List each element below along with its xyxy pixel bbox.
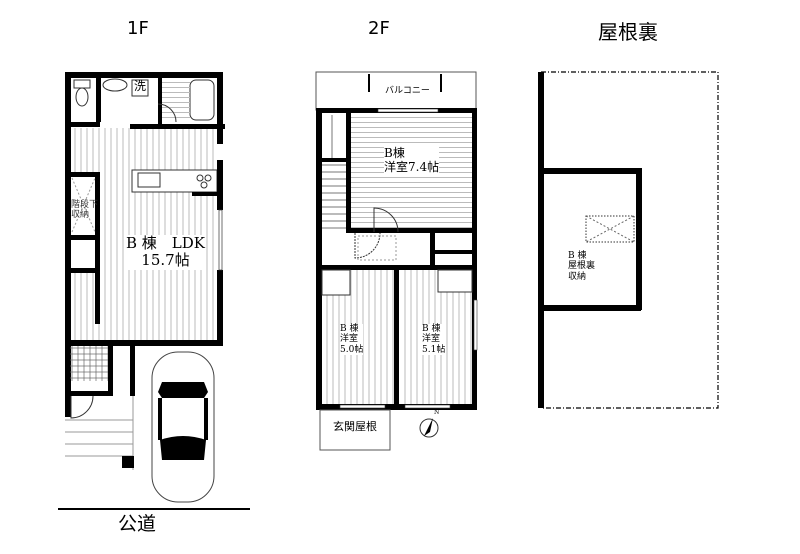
entrance-roof-label: 玄関屋根 — [333, 420, 377, 433]
floor1-title: 1F — [127, 18, 149, 39]
north-marker: N — [434, 409, 440, 416]
road-label: 公道 — [118, 513, 157, 535]
floor2-title: 2F — [368, 18, 390, 39]
ldk-label: B 棟 LDK 15.7帖 — [126, 234, 205, 270]
north-arrow-icon — [419, 418, 439, 438]
room-7-4-label: B棟 洋室7.4帖 — [384, 146, 440, 175]
balcony-label: バルコニー — [385, 86, 430, 96]
car-icon — [151, 351, 215, 503]
attic-storage-label: B 棟 屋根裏 収納 — [568, 251, 596, 282]
room-5-0-label: B 棟 洋室 5.0帖 — [340, 324, 364, 356]
attic-plan — [538, 71, 719, 409]
attic-title: 屋根裏 — [598, 20, 658, 44]
floor2-plan — [315, 71, 478, 451]
floor1-plan — [58, 72, 250, 510]
stair-storage-label: 階段下 収納 — [71, 200, 99, 221]
wash-label: 洗 — [134, 79, 147, 93]
room-5-1-label: B 棟 洋室 5.1帖 — [422, 324, 446, 356]
